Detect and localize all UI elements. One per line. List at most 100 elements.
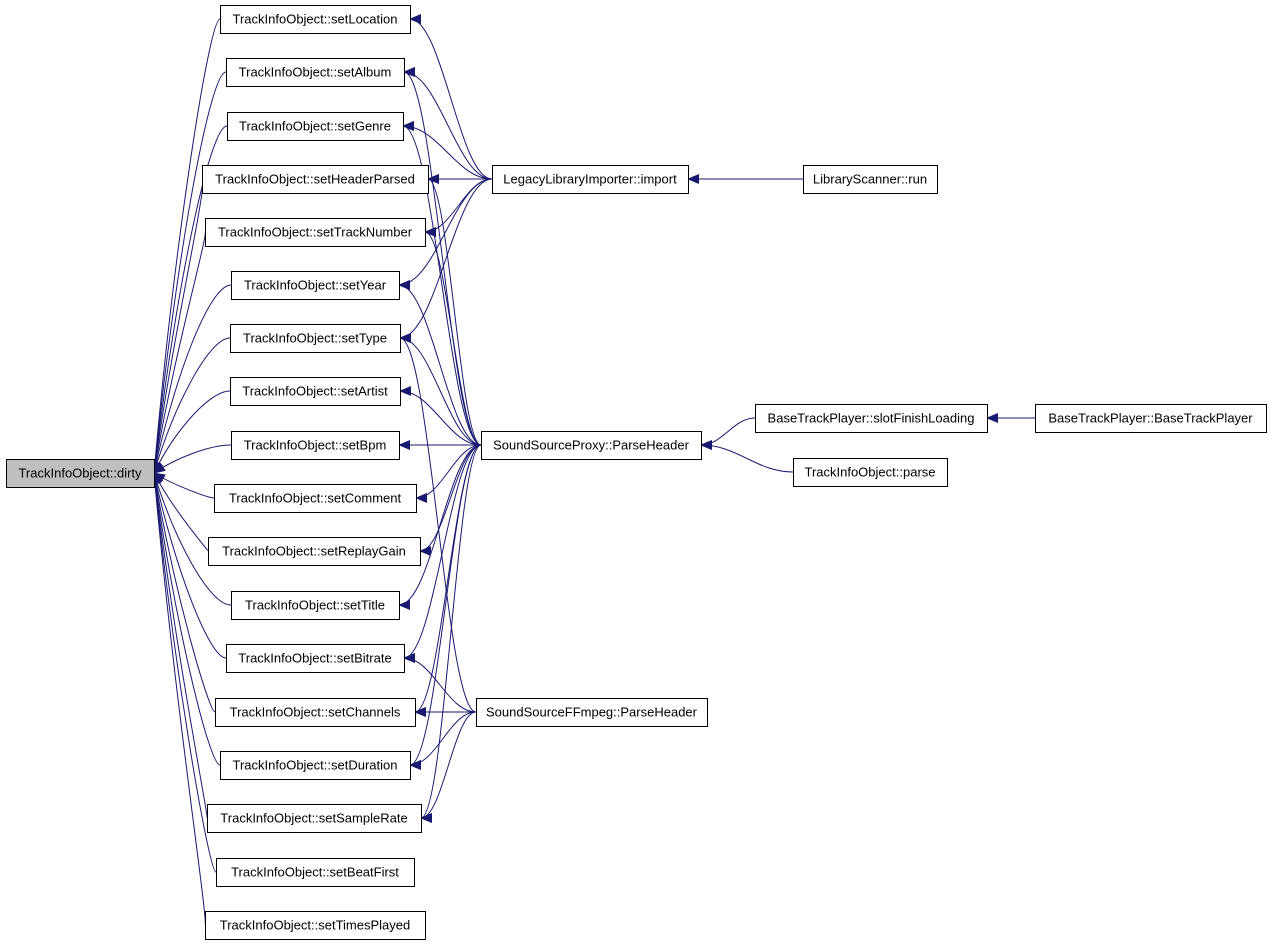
node-label: TrackInfoObject::setComment: [229, 491, 402, 506]
node-tioParse[interactable]: TrackInfoObject::parse: [793, 458, 948, 487]
edge-proxyParse-to-setGenre: [402, 121, 482, 446]
edge-proxyParse-to-setReplayGain: [419, 444, 482, 556]
node-box[interactable]: [208, 537, 421, 566]
edge-line: [700, 440, 794, 473]
node-box[interactable]: [205, 218, 426, 247]
node-setTrackNumber[interactable]: TrackInfoObject::setTrackNumber: [205, 218, 426, 247]
edge-legacyImport-to-setLocation: [409, 14, 493, 180]
node-slotFinish[interactable]: BaseTrackPlayer::slotFinishLoading: [755, 404, 988, 433]
node-box[interactable]: [1035, 404, 1267, 433]
node-setDuration[interactable]: TrackInfoObject::setDuration: [220, 751, 411, 780]
node-setComment[interactable]: TrackInfoObject::setComment: [214, 484, 417, 513]
node-ffmpegParse[interactable]: SoundSourceFFmpeg::ParseHeader: [476, 698, 708, 727]
node-box[interactable]: [230, 324, 401, 353]
edge-setArtist-to-dirty: [153, 390, 231, 474]
node-setSampleRate[interactable]: TrackInfoObject::setSampleRate: [207, 804, 422, 833]
node-label: TrackInfoObject::setDuration: [233, 758, 398, 773]
node-box[interactable]: [476, 698, 708, 727]
node-label: TrackInfoObject::setTrackNumber: [218, 225, 413, 240]
edge-line: [152, 472, 232, 606]
node-box[interactable]: [231, 271, 400, 300]
node-setHeaderParsed[interactable]: TrackInfoObject::setHeaderParsed: [202, 165, 429, 194]
node-setAlbum[interactable]: TrackInfoObject::setAlbum: [226, 58, 405, 87]
node-box[interactable]: [215, 698, 416, 727]
node-box[interactable]: [220, 751, 411, 780]
edge-line: [150, 71, 227, 474]
node-label: TrackInfoObject::setTitle: [245, 598, 385, 613]
edge-line: [398, 280, 482, 446]
edge-line: [402, 121, 493, 180]
node-label: TrackInfoObject::setLocation: [233, 12, 398, 27]
node-setType[interactable]: TrackInfoObject::setType: [230, 324, 401, 353]
edge-setBpm-to-dirty: [153, 444, 232, 474]
node-setTimesPlayed[interactable]: TrackInfoObject::setTimesPlayed: [205, 911, 426, 940]
edge-line: [150, 472, 217, 873]
node-box[interactable]: [231, 591, 400, 620]
edge-line: [150, 231, 206, 474]
node-box[interactable]: [6, 459, 155, 488]
edge-line: [398, 178, 493, 290]
nodes-layer: TrackInfoObject::dirtyTrackInfoObject::s…: [6, 5, 1267, 940]
node-scannerRun[interactable]: LibraryScanner::run: [803, 165, 938, 194]
node-box[interactable]: [220, 5, 411, 34]
node-box[interactable]: [803, 165, 938, 194]
edge-proxyParse-to-setHeaderParsed: [427, 174, 482, 446]
node-label: TrackInfoObject::setChannels: [230, 705, 401, 720]
edge-proxyParse-to-setArtist: [399, 386, 482, 446]
node-box[interactable]: [226, 58, 405, 87]
node-setBitrate[interactable]: TrackInfoObject::setBitrate: [226, 644, 405, 673]
edge-line: [399, 386, 482, 446]
edge-proxyParse-to-setYear: [398, 280, 482, 446]
node-setArtist[interactable]: TrackInfoObject::setArtist: [230, 377, 401, 406]
edge-legacyImport-to-setYear: [398, 178, 493, 290]
node-btpCtor[interactable]: BaseTrackPlayer::BaseTrackPlayer: [1035, 404, 1267, 433]
edge-line: [700, 417, 756, 450]
node-label: TrackInfoObject::setBeatFirst: [231, 865, 399, 880]
node-setYear[interactable]: TrackInfoObject::setYear: [231, 271, 400, 300]
node-box[interactable]: [230, 377, 401, 406]
node-box[interactable]: [492, 165, 689, 194]
node-box[interactable]: [231, 431, 400, 460]
edge-ffmpegParse-to-setBitrate: [403, 653, 477, 713]
node-label: BaseTrackPlayer::slotFinishLoading: [768, 411, 975, 426]
edge-setType-to-dirty: [152, 337, 231, 474]
node-box[interactable]: [214, 484, 417, 513]
edge-setTimesPlayed-to-dirty: [149, 472, 206, 926]
edge-setYear-to-dirty: [151, 284, 232, 474]
edge-line: [153, 444, 232, 474]
node-box[interactable]: [227, 112, 404, 141]
edge-legacyImport-to-setGenre: [402, 121, 493, 180]
node-box[interactable]: [216, 858, 415, 887]
node-setReplayGain[interactable]: TrackInfoObject::setReplayGain: [208, 537, 421, 566]
node-setGenre[interactable]: TrackInfoObject::setGenre: [227, 112, 404, 141]
node-box[interactable]: [793, 458, 948, 487]
node-box[interactable]: [755, 404, 988, 433]
edge-line: [150, 472, 216, 713]
node-setLocation[interactable]: TrackInfoObject::setLocation: [220, 5, 411, 34]
node-label: TrackInfoObject::setBpm: [244, 438, 387, 453]
node-dirty[interactable]: TrackInfoObject::dirty: [6, 459, 155, 488]
node-legacyImport[interactable]: LegacyLibraryImporter::import: [492, 165, 689, 194]
node-setChannels[interactable]: TrackInfoObject::setChannels: [215, 698, 416, 727]
node-setTitle[interactable]: TrackInfoObject::setTitle: [231, 591, 400, 620]
edge-setTitle-to-dirty: [152, 472, 232, 606]
node-setBpm[interactable]: TrackInfoObject::setBpm: [231, 431, 400, 460]
edges-layer: [149, 14, 1035, 926]
node-box[interactable]: [202, 165, 429, 194]
edge-tioParse-to-proxyParse: [700, 440, 794, 473]
edge-line: [152, 337, 231, 474]
edge-line: [399, 333, 477, 713]
node-label: TrackInfoObject::dirty: [18, 466, 142, 481]
node-proxyParse[interactable]: SoundSourceProxy::ParseHeader: [481, 431, 702, 460]
node-label: TrackInfoObject::setSampleRate: [220, 811, 407, 826]
node-box[interactable]: [226, 644, 405, 673]
edge-setDuration-to-dirty: [150, 472, 221, 766]
edge-line: [150, 178, 204, 474]
edge-line: [153, 390, 231, 474]
node-box[interactable]: [205, 911, 426, 940]
node-box[interactable]: [207, 804, 422, 833]
node-setBeatFirst[interactable]: TrackInfoObject::setBeatFirst: [216, 858, 415, 887]
edge-line: [420, 711, 477, 823]
node-box[interactable]: [481, 431, 702, 460]
edge-proxyParse-to-setDuration: [409, 444, 482, 770]
